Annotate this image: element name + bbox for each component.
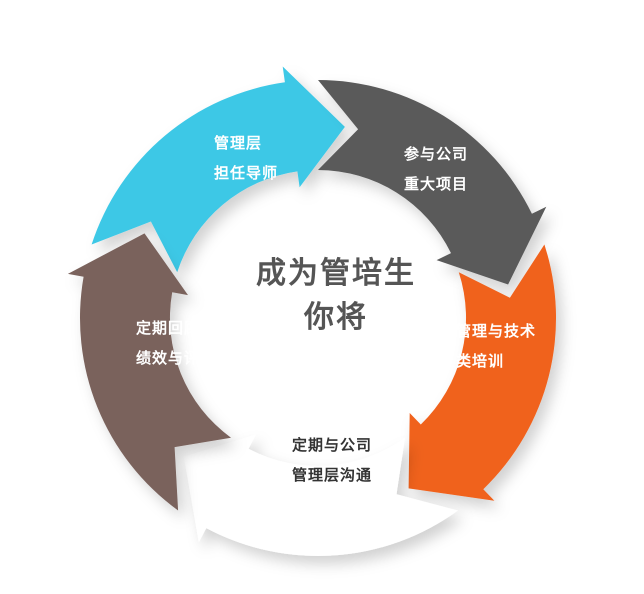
segment-project-line2: 重大项目 xyxy=(404,175,469,193)
cycle-arrow-comm xyxy=(183,434,458,556)
cycle-arrow-mentor xyxy=(91,66,345,273)
segment-label-mentor: 管理层 担任导师 xyxy=(214,128,278,188)
segment-label-comm: 定期与公司 管理层沟通 xyxy=(292,430,372,490)
segment-label-project: 参与公司 重大项目 xyxy=(404,139,468,199)
center-title: 成为管培生 你将 xyxy=(246,252,426,340)
segment-mentor-line2: 担任导师 xyxy=(214,164,279,182)
center-title-line2: 你将 xyxy=(304,300,368,335)
segment-label-training: 管理与技术 类培训 xyxy=(456,316,536,376)
segment-training-line2: 类培训 xyxy=(456,352,505,370)
segment-project-line1: 参与公司 xyxy=(404,145,469,163)
center-disc xyxy=(176,176,460,460)
segment-review-line1: 定期回顾 xyxy=(136,319,201,337)
segment-comm-line2: 管理层沟通 xyxy=(292,466,373,484)
segment-review-line2: 绩效与评估 xyxy=(136,349,217,367)
cycle-arrow-training xyxy=(408,244,557,501)
cycle-arrow-review xyxy=(67,233,232,511)
center-title-line1: 成为管培生 xyxy=(256,256,416,291)
segment-label-review: 定期回顾 绩效与评估 xyxy=(136,313,216,373)
segment-training-line1: 管理与技术 xyxy=(456,322,537,340)
segment-comm-line1: 定期与公司 xyxy=(292,436,373,454)
cycle-arrow-project xyxy=(318,80,547,285)
segment-mentor-line1: 管理层 xyxy=(214,134,263,152)
